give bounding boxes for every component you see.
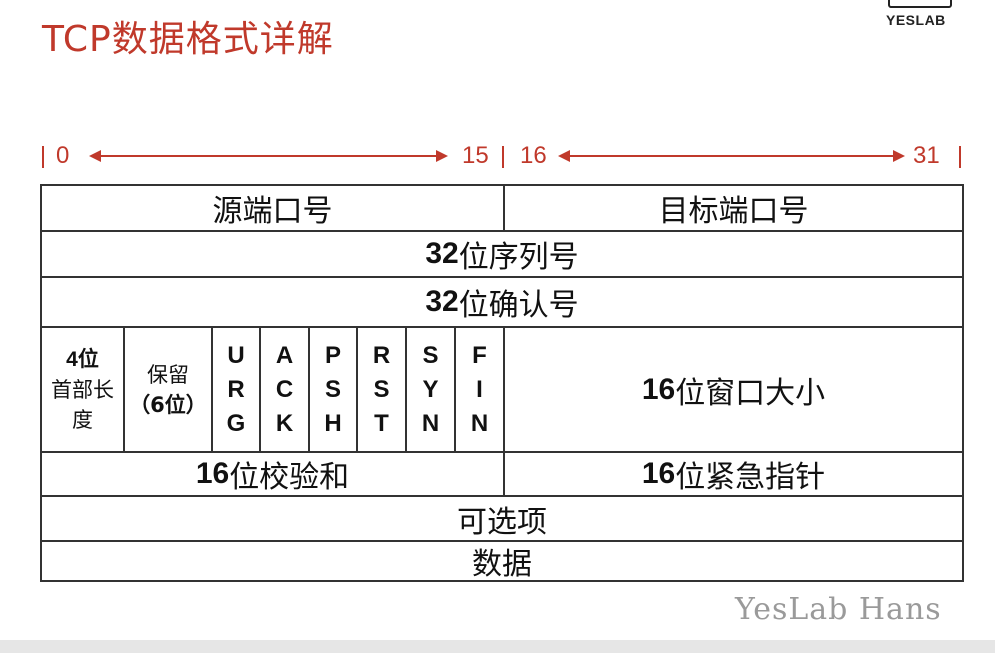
col-divider (211, 326, 213, 451)
flag-letter: K (275, 409, 294, 437)
source-port-field: 源端口号 (212, 194, 333, 229)
col-divider (259, 326, 261, 451)
flag-psh: P S H (310, 328, 356, 451)
ruler-tick-left (42, 146, 44, 168)
arrow-right-icon (436, 150, 448, 162)
flag-ack: A C K (261, 328, 308, 451)
slide-footer-strip (0, 640, 995, 653)
col-divider (405, 326, 407, 451)
col-divider (356, 326, 358, 451)
row-divider (42, 540, 962, 542)
ruler-label-31: 31 (913, 142, 940, 169)
arrow-left-icon (89, 150, 101, 162)
row-divider (42, 326, 962, 328)
col-divider (503, 326, 505, 451)
ack-number-bits: 32 (425, 285, 459, 318)
arrow-right-icon (893, 150, 905, 162)
flag-rst: R S T (358, 328, 405, 451)
header-length-line-1: 4位 (66, 344, 99, 375)
flag-fin: F I N (456, 328, 503, 451)
ruler-line-left (100, 155, 438, 157)
flag-letter: R (227, 375, 245, 403)
flag-letter: H (324, 409, 342, 437)
arrow-left-icon (558, 150, 570, 162)
checksum-label: 位校验和 (229, 460, 350, 495)
header-length-line-2: 首部长 (51, 378, 114, 402)
row-divider (42, 495, 962, 497)
flag-letter: N (421, 409, 440, 437)
row-divider (42, 230, 962, 232)
flag-letter: T (374, 409, 389, 437)
ack-number-label: 位确认号 (458, 288, 579, 323)
ruler-label-0: 0 (56, 142, 70, 169)
ruler-tick-middle (502, 146, 504, 168)
destination-port-field: 目标端口号 (658, 194, 809, 229)
flag-letter: U (227, 341, 245, 369)
flag-letter: N (470, 409, 489, 437)
urgent-pointer-label: 位紧急指针 (675, 460, 826, 495)
ruler-label-16: 16 (520, 142, 547, 169)
row-divider (42, 451, 962, 453)
author-watermark: YesLab Hans (735, 592, 942, 627)
reserved-label: 保留 (147, 362, 189, 387)
flag-letter: F (472, 341, 487, 369)
header-length-bits: 4位 (66, 348, 99, 371)
reserved-bits: （6位） (129, 392, 207, 417)
page-title: TCP数据格式详解 (42, 19, 334, 60)
col-divider (308, 326, 310, 451)
data-field: 数据 (472, 547, 532, 582)
brand-logo: YESLAB (886, 12, 946, 28)
logo-frame (888, 0, 952, 8)
flag-letter: Y (422, 375, 439, 403)
row-divider (42, 276, 962, 278)
flag-urg: U R G (213, 328, 259, 451)
bit-ruler: 0 15 16 31 (0, 142, 995, 170)
flag-letter: C (275, 375, 294, 403)
col-divider (503, 186, 505, 230)
options-field: 可选项 (457, 504, 547, 540)
reserved-field: 保留 （6位） (125, 328, 211, 451)
flag-letter: S (422, 341, 439, 369)
checksum-bits: 16 (195, 457, 230, 490)
flag-letter: R (372, 341, 391, 369)
flag-letter: I (476, 375, 483, 403)
ruler-label-15: 15 (462, 142, 489, 169)
col-divider (503, 451, 505, 495)
ruler-tick-right (959, 146, 961, 168)
sequence-number-bits: 32 (425, 237, 459, 270)
window-size-label: 位窗口大小 (675, 375, 826, 411)
col-divider (123, 326, 125, 451)
flag-letter: S (324, 375, 341, 403)
header-length-field: 4位 首部长 度 (42, 328, 123, 451)
sequence-number-label: 位序列号 (458, 240, 579, 275)
urgent-pointer-bits: 16 (641, 457, 676, 490)
flag-letter: P (324, 341, 341, 369)
ruler-line-right (569, 155, 895, 157)
flag-letter: S (373, 375, 390, 403)
flag-letter: G (226, 409, 246, 437)
flag-syn: S Y N (407, 328, 454, 451)
header-length-line-3: 度 (72, 408, 93, 432)
flag-letter: A (275, 341, 294, 369)
window-size-bits: 16 (641, 372, 676, 406)
col-divider (454, 326, 456, 451)
